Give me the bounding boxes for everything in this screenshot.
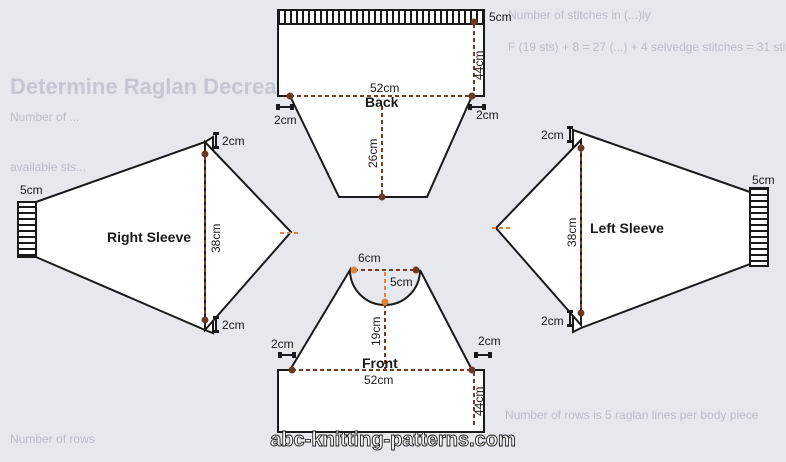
- bg-text-5: Number of rows is 5 raglan lines per bod…: [505, 408, 759, 422]
- back-width-label: 52cm: [370, 81, 399, 95]
- bg-heading: Determine Raglan Decrease: [10, 74, 302, 99]
- front-bind-right-marker: [474, 352, 492, 358]
- left-sleeve-cuff: [749, 187, 769, 267]
- left-sleeve-piece: 5cm 2cm 2cm 38cm Left Sleeve: [492, 126, 775, 334]
- front-raglan-label: 19cm: [369, 317, 383, 346]
- front-side-label: 44cm: [472, 387, 486, 416]
- front-dot: [412, 266, 420, 274]
- back-raglan-label: 26cm: [366, 139, 380, 168]
- bg-text-3: Number of ...: [10, 110, 80, 124]
- front-title: Front: [362, 355, 398, 371]
- bg-text-4: available sts...: [10, 160, 87, 174]
- front-piece: 6cm 5cm 19cm 2cm 2cm Front 52cm 44cm: [271, 251, 501, 433]
- back-bind-right-label: 2cm: [476, 108, 499, 122]
- rs-length-label: 38cm: [209, 224, 223, 253]
- ls-bottom-marker: [567, 310, 573, 327]
- back-ribbing: [277, 9, 485, 25]
- left-sleeve-top-edge: [494, 137, 582, 328]
- left-sleeve-title: Left Sleeve: [590, 220, 664, 236]
- right-sleeve-title: Right Sleeve: [107, 229, 191, 245]
- back-dot: [470, 18, 478, 26]
- front-outline: [277, 266, 485, 433]
- back-bind-right-marker: [468, 104, 486, 110]
- back-bind-left-marker: [276, 104, 294, 110]
- watermark-text: abc-knitting-patterns.com: [270, 429, 516, 451]
- rs-top-marker: [213, 132, 219, 149]
- front-neck-depth-label: 5cm: [390, 275, 413, 289]
- ls-top-marker: [567, 126, 573, 143]
- back-dot: [286, 92, 294, 100]
- front-dot: [381, 298, 389, 306]
- ls-top-label: 2cm: [541, 128, 564, 142]
- back-dot: [378, 193, 386, 201]
- ls-length-label: 38cm: [565, 218, 579, 247]
- front-dot: [468, 366, 476, 374]
- back-title: Back: [365, 94, 399, 110]
- right-sleeve-piece: 5cm 2cm 2cm 38cm Right Sleeve: [17, 132, 298, 335]
- right-sleeve-cuff: [17, 201, 37, 258]
- ls-dot: [577, 144, 585, 152]
- back-dot: [468, 92, 476, 100]
- rs-top-label: 2cm: [222, 134, 245, 148]
- ls-dot: [577, 309, 585, 317]
- bg-text-1: Number of stitches in (...)ly: [508, 8, 651, 22]
- back-bind-left-label: 2cm: [274, 113, 297, 127]
- front-dot: [350, 266, 358, 274]
- rs-bottom-marker: [213, 316, 219, 333]
- ls-bottom-label: 2cm: [541, 314, 564, 328]
- front-dot: [288, 366, 296, 374]
- front-bind-left-label: 2cm: [271, 337, 294, 351]
- back-piece: 5cm 44cm 52cm Back 26cm 2cm 2cm: [274, 9, 512, 201]
- back-side-label: 44cm: [472, 51, 486, 80]
- front-bind-right-label: 2cm: [478, 334, 501, 348]
- front-bind-left-marker: [278, 352, 296, 358]
- rs-dot: [201, 150, 209, 158]
- rs-cuff-label: 5cm: [20, 183, 43, 197]
- ls-cuff-label: 5cm: [752, 173, 775, 187]
- back-rib-label: 5cm: [489, 10, 512, 24]
- bg-text-2: F (19 sts) + 8 = 27 (...) + 4 selvedge s…: [508, 40, 786, 54]
- front-width-label: 52cm: [364, 373, 393, 387]
- front-neck-width-label: 6cm: [358, 251, 381, 265]
- rs-dot: [201, 316, 209, 324]
- rs-bottom-label: 2cm: [222, 318, 245, 332]
- bg-text-6: Number of rows: [10, 432, 95, 446]
